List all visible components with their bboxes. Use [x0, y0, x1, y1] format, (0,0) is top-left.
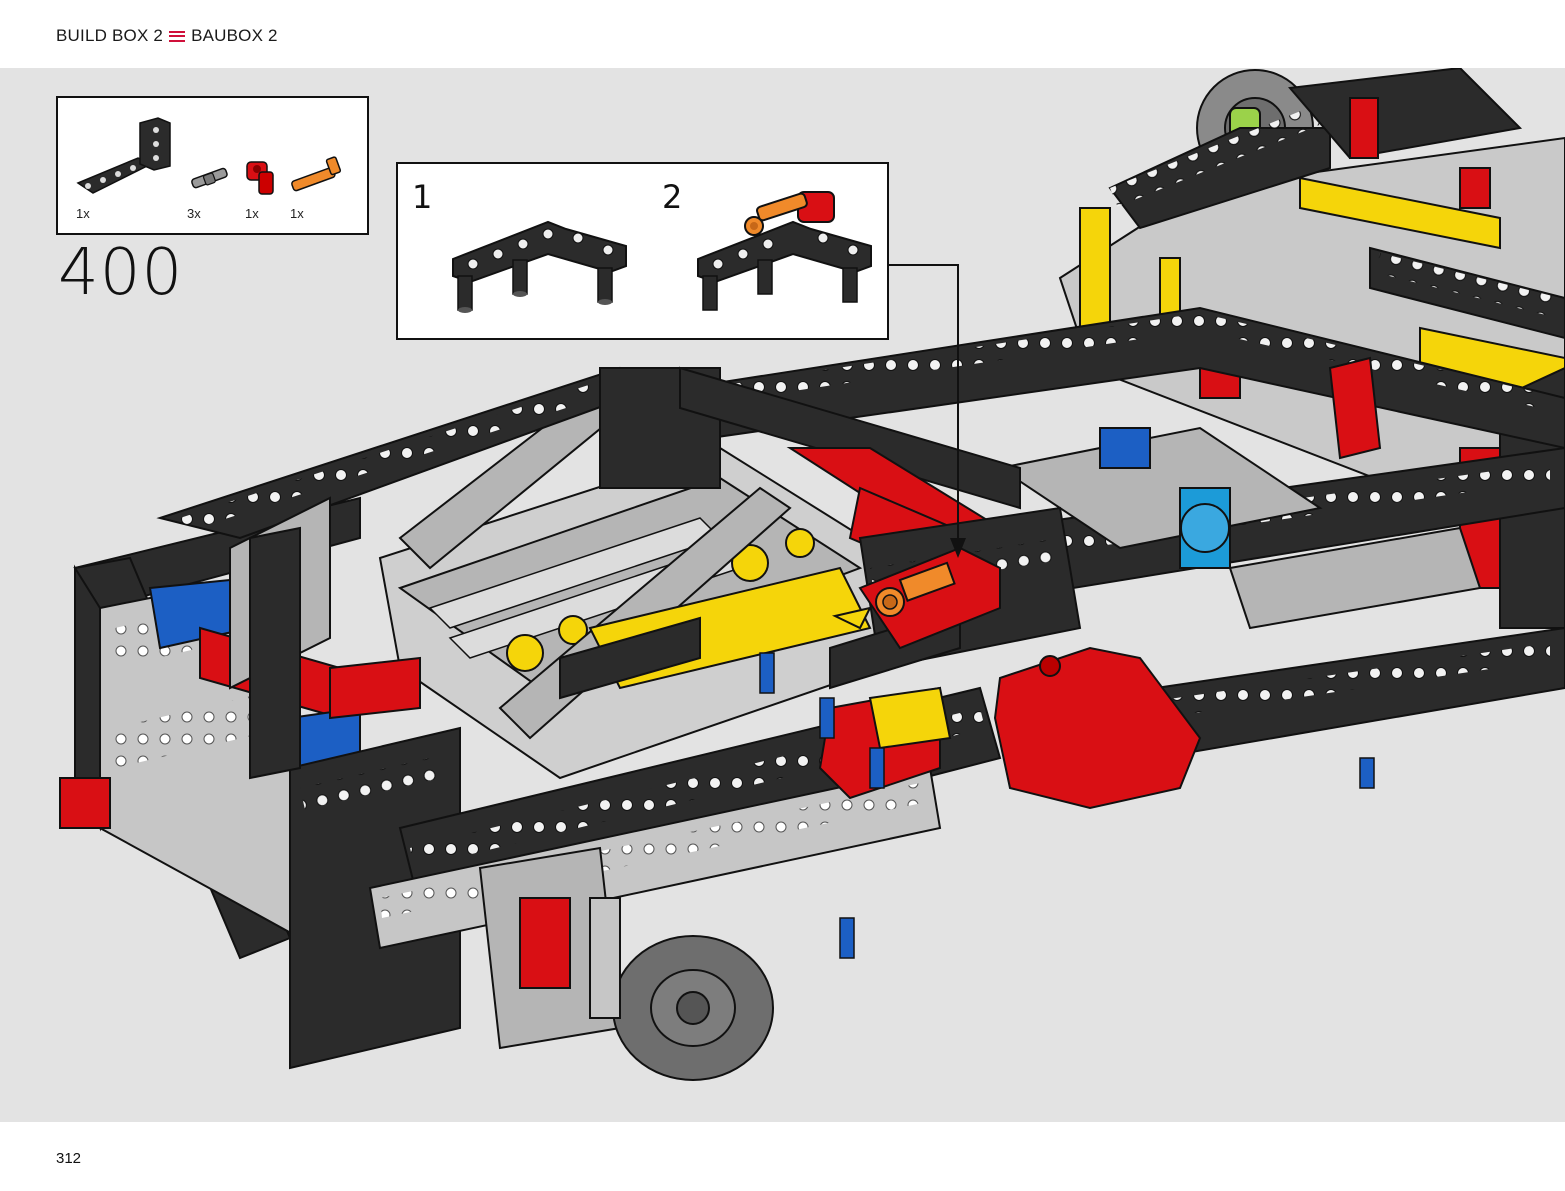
engine-block [378, 366, 881, 780]
engine-frame [156, 366, 1082, 780]
page-header: BUILD BOX 2 BAUBOX 2 [0, 0, 1565, 68]
parts-icons [76, 117, 342, 195]
callout-pointer [889, 264, 966, 558]
sub-step-2-beam-icon [697, 191, 872, 311]
part-qty-friction-pin: 1x [290, 206, 304, 221]
step-number: 400 [58, 236, 184, 310]
sub-assembly-callout: 1 2 [396, 162, 889, 340]
parts-list-box: 1x 3x 1x 1x [56, 96, 369, 235]
part-qty-axle-connector: 1x [245, 206, 259, 221]
sub-step-1-beam-icon [452, 220, 627, 313]
part-qty-l-beam: 1x [76, 206, 90, 221]
axle-pin-icon [191, 167, 228, 189]
build-box-label: BUILD BOX 2 BAUBOX 2 [56, 26, 278, 46]
part-qty-axle-pin: 3x [187, 206, 201, 221]
blue-pins [759, 652, 1375, 959]
l-beam-icon [76, 117, 171, 194]
instruction-canvas: 1x 3x 1x 1x 400 1 2 [0, 68, 1565, 1122]
axle-connector-icon [246, 161, 274, 195]
sub-step-2-number: 2 [662, 178, 683, 216]
sub-step-illustrations [452, 191, 872, 313]
model-illustration [59, 68, 1565, 1081]
new-parts-highlight [831, 546, 1001, 650]
menu-lines-icon [169, 30, 186, 42]
build-box-en: BUILD BOX 2 [56, 26, 164, 45]
build-box-de: BAUBOX 2 [191, 26, 278, 45]
page-footer: 312 [0, 1122, 1565, 1191]
sub-step-1-number: 1 [412, 178, 433, 216]
page-number: 312 [56, 1150, 82, 1167]
red-motor-housing [818, 606, 1202, 810]
friction-pin-icon [291, 156, 342, 192]
